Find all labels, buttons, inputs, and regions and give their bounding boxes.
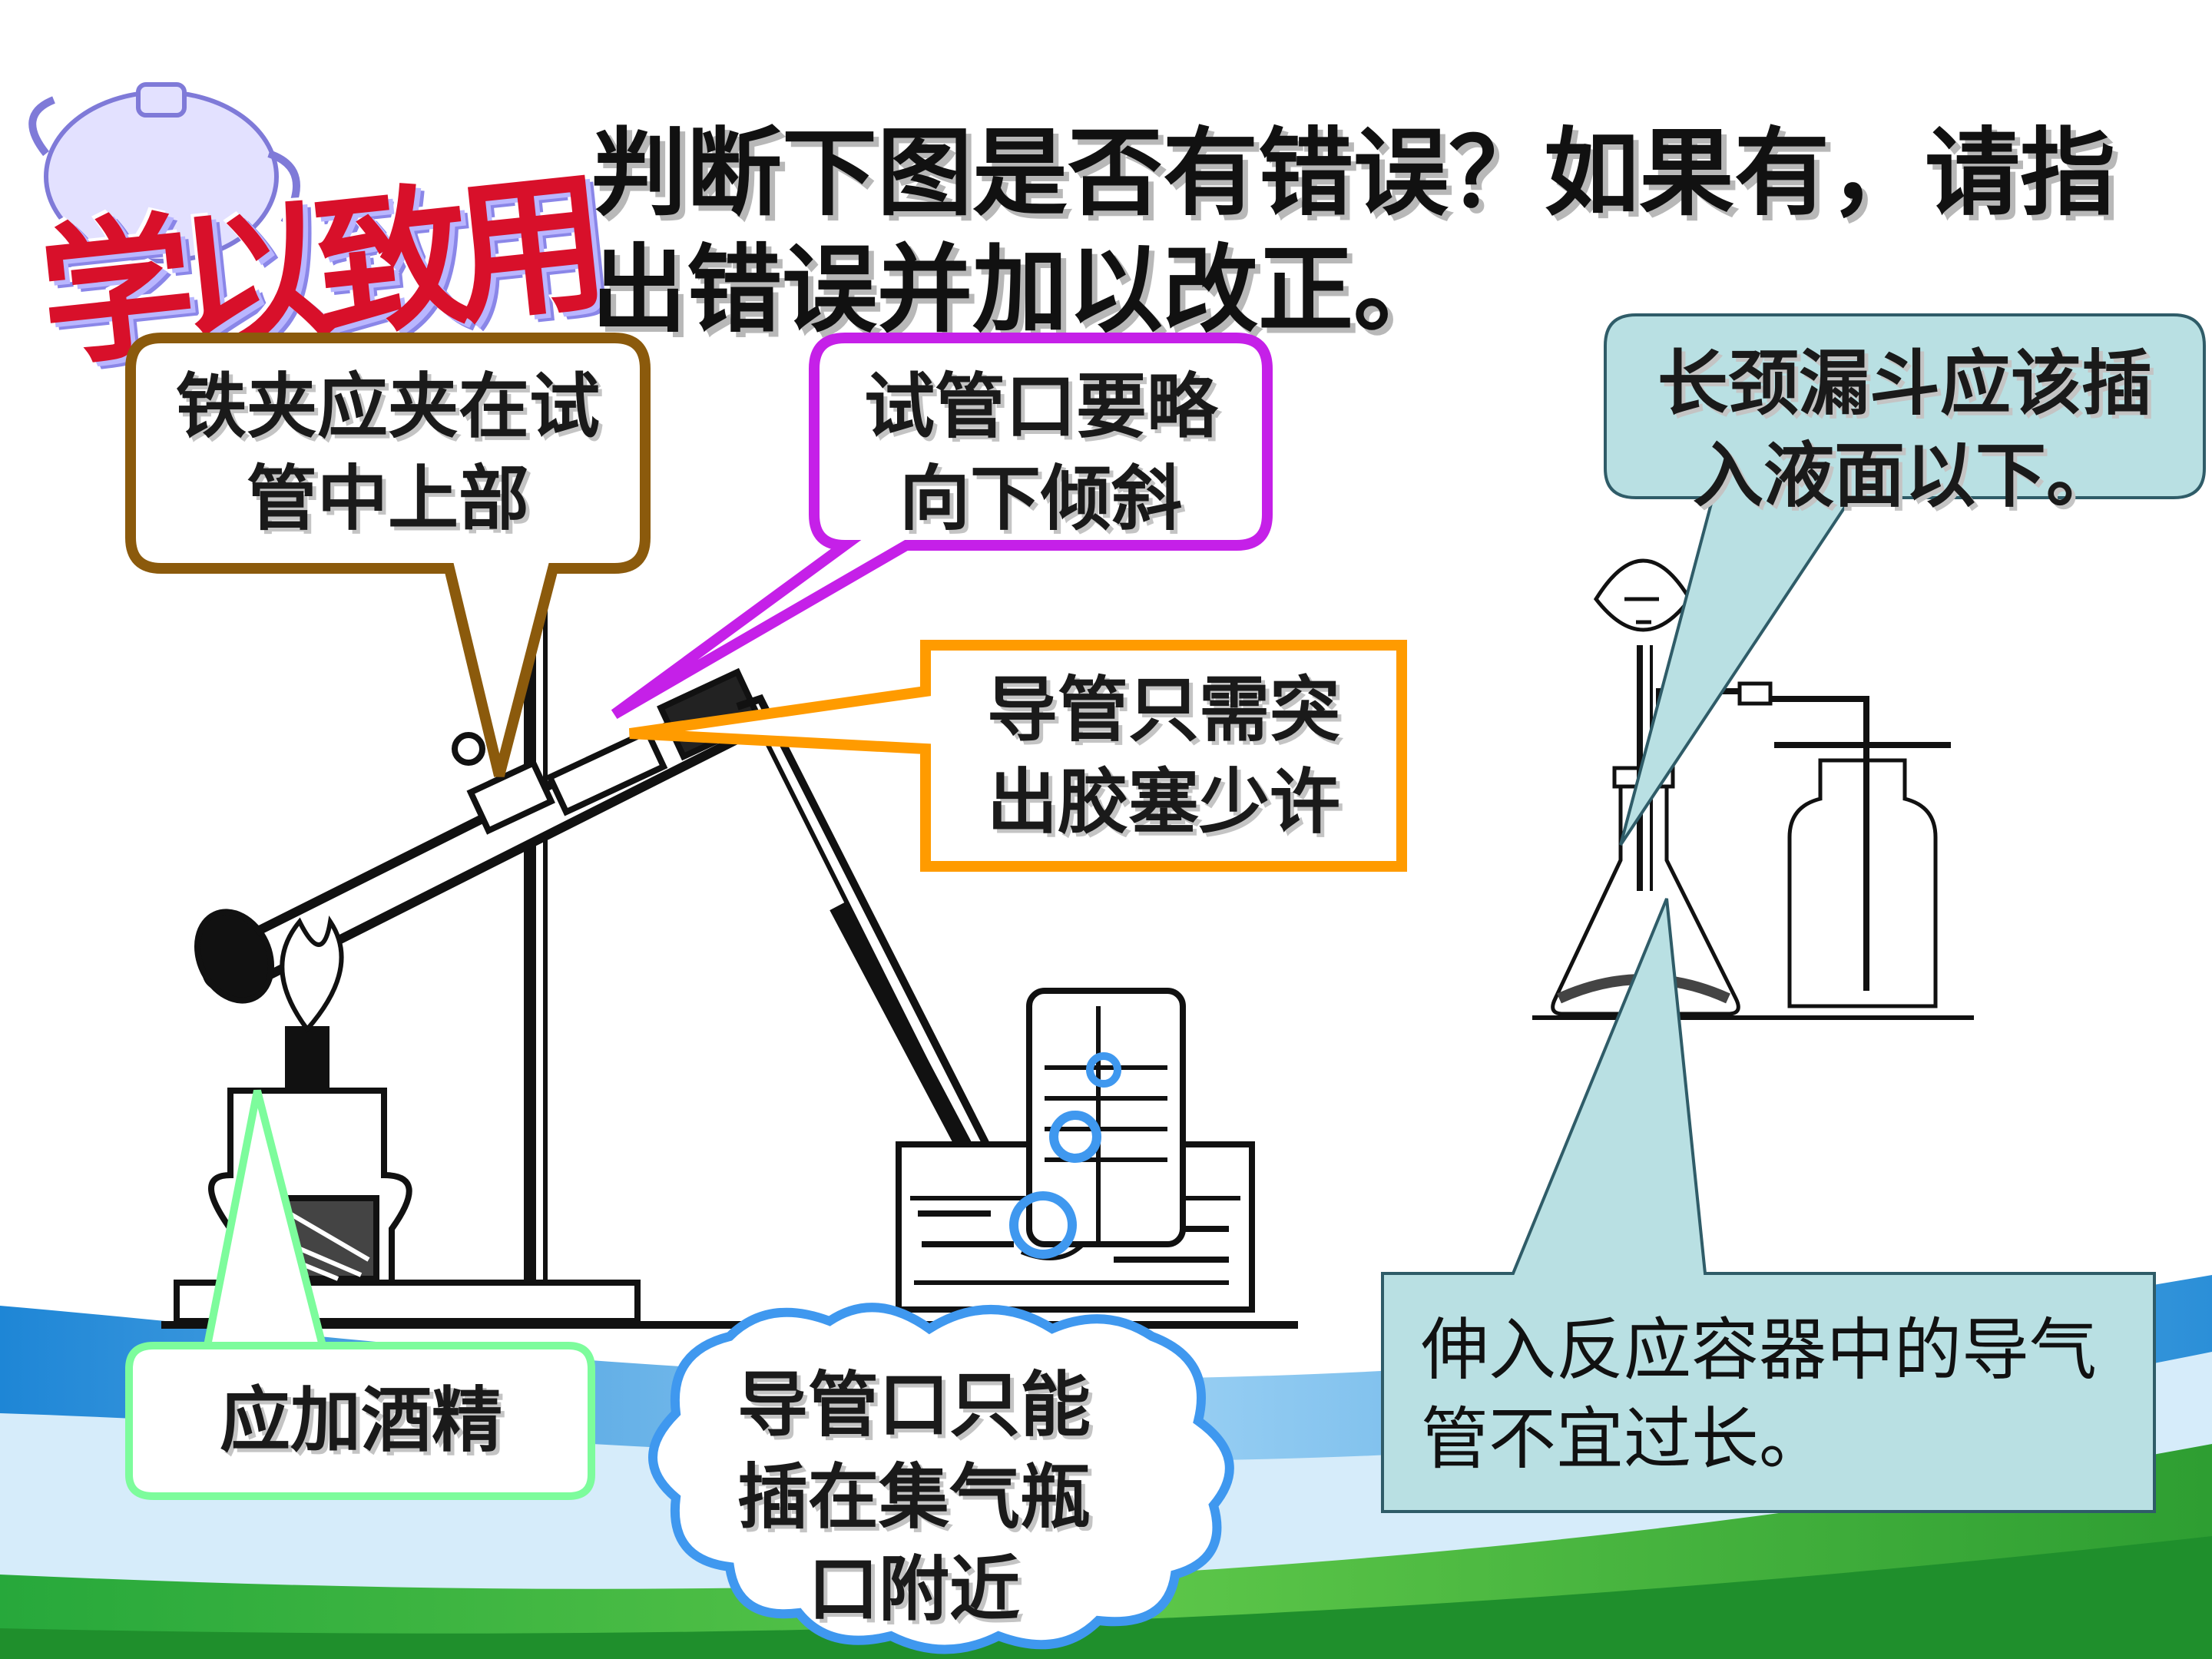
callout-iron-clamp-text: 铁夹应夹在试管中上部 — [175, 366, 600, 540]
callout-funnel-text: 长颈漏斗应该插入液面以下。 — [1657, 343, 2152, 517]
callout-gas-tube-text: 伸入反应容器中的导气管不宜过长。 — [1421, 1310, 2098, 1479]
funnel-apparatus — [1532, 558, 1974, 1020]
callout-alcohol-text: 应加酒精 — [219, 1379, 502, 1462]
callout-gas-tube-shape — [1381, 898, 2156, 1513]
callout-collection-shape — [648, 1303, 1234, 1654]
teapot-icon — [28, 82, 300, 263]
callout-tube-mouth-shape — [611, 333, 1273, 720]
callout-conduit-shape — [629, 640, 1407, 872]
logo: 学以致用 — [23, 69, 601, 389]
callout-collection-text: 导管口只能插在集气瓶口附近 — [737, 1364, 1091, 1631]
callout-funnel-shape — [1604, 313, 2206, 846]
callout-iron-clamp-shape — [125, 333, 651, 777]
callout-conduit-text: 导管只需突出胶塞少许 — [986, 669, 1340, 843]
callout-tube-mouth-text: 试管口要略向下倾斜 — [863, 366, 1217, 540]
question-title: 判断下图是否有错误？如果有，请指出错误并加以改正。 — [591, 118, 2116, 346]
callout-alcohol-shape — [125, 1089, 595, 1500]
